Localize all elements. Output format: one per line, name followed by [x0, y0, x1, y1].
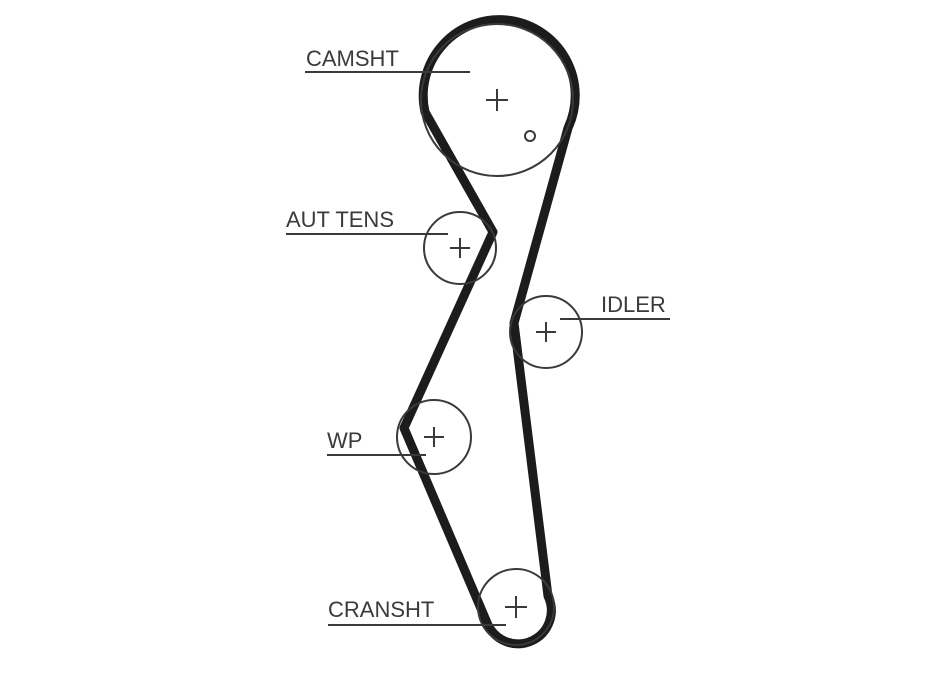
- idler-label: IDLER: [601, 292, 666, 317]
- idler-center-icon: [536, 322, 556, 342]
- water-pump-pulley: [396, 399, 472, 475]
- camshaft-center-icon: [486, 89, 508, 111]
- auto-tensioner-pulley: [423, 211, 497, 285]
- tensioner-center-icon: [450, 238, 470, 258]
- water-pump-center-icon: [424, 427, 444, 447]
- crankshaft-center-icon: [505, 596, 527, 618]
- camshaft-label: CAMSHT: [306, 46, 399, 71]
- crankshaft-pulley: [477, 568, 555, 646]
- auto-tensioner-label: AUT TENS: [286, 207, 394, 232]
- timing-mark-icon: [524, 130, 536, 142]
- camshaft-pulley: [420, 23, 574, 177]
- water-pump-label: WP: [327, 428, 362, 453]
- idler-pulley: [509, 295, 583, 369]
- crankshaft-label: CRANSHT: [328, 597, 434, 622]
